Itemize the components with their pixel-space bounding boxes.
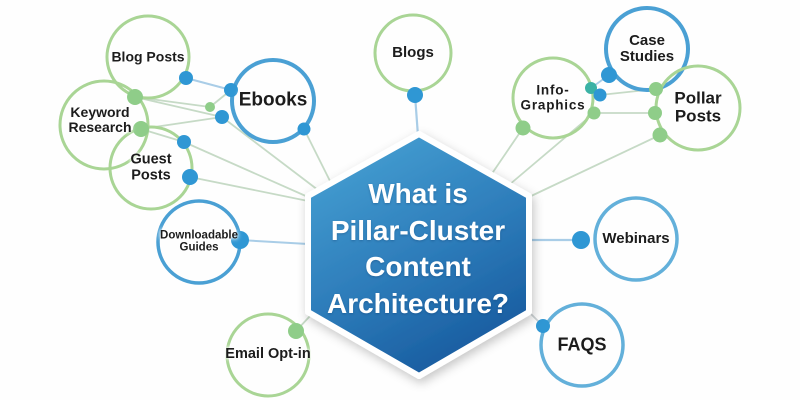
node-circle-keyword-research <box>58 79 150 171</box>
node-circle-blog-posts <box>105 14 191 100</box>
connector-dot <box>177 135 191 149</box>
connector-dot <box>407 87 423 103</box>
connector-dot <box>585 82 597 94</box>
connector-dot <box>133 121 149 137</box>
connector-line <box>303 128 332 184</box>
connector-dot <box>515 120 531 136</box>
connector-dot <box>601 67 617 83</box>
connector-line <box>183 141 309 198</box>
connector-line <box>134 96 223 118</box>
node-circle-info-graphics <box>511 56 595 140</box>
connector-dot <box>215 110 229 124</box>
node-circle-pollar-posts <box>654 64 742 152</box>
connector-line <box>528 134 661 198</box>
node-circle-ebooks <box>230 58 316 144</box>
connector-line <box>221 116 319 191</box>
connector-dots-layer <box>127 67 668 339</box>
connector-line <box>239 239 309 245</box>
connector-dot <box>587 106 601 120</box>
connector-dot <box>288 323 304 339</box>
node-circle-guest-posts <box>108 125 194 211</box>
connector-dot <box>536 319 550 333</box>
node-circle-blogs <box>373 13 453 93</box>
node-circle-downloadable-guides <box>156 199 242 285</box>
connector-dot <box>297 122 311 136</box>
connector-dot <box>572 231 590 249</box>
node-circle-case-studies <box>604 6 690 92</box>
connector-line <box>189 176 309 202</box>
connector-dot <box>127 89 143 105</box>
connector-line <box>490 127 524 176</box>
node-circle-webinars <box>593 196 679 282</box>
connector-dot <box>182 169 198 185</box>
connector-dot <box>205 102 215 112</box>
connector-dot <box>652 127 668 143</box>
node-circle-email-opt-in <box>225 312 311 398</box>
connector-dot <box>224 83 238 97</box>
connector-dot <box>649 82 663 96</box>
connector-dot <box>179 71 193 85</box>
connector-line <box>185 77 232 91</box>
connector-line <box>508 112 595 186</box>
connector-dot <box>648 106 662 120</box>
pillar-hexagon <box>305 131 532 379</box>
connector-dot <box>593 88 607 102</box>
connector-dot <box>231 231 249 249</box>
node-circle-faqs <box>539 302 625 388</box>
